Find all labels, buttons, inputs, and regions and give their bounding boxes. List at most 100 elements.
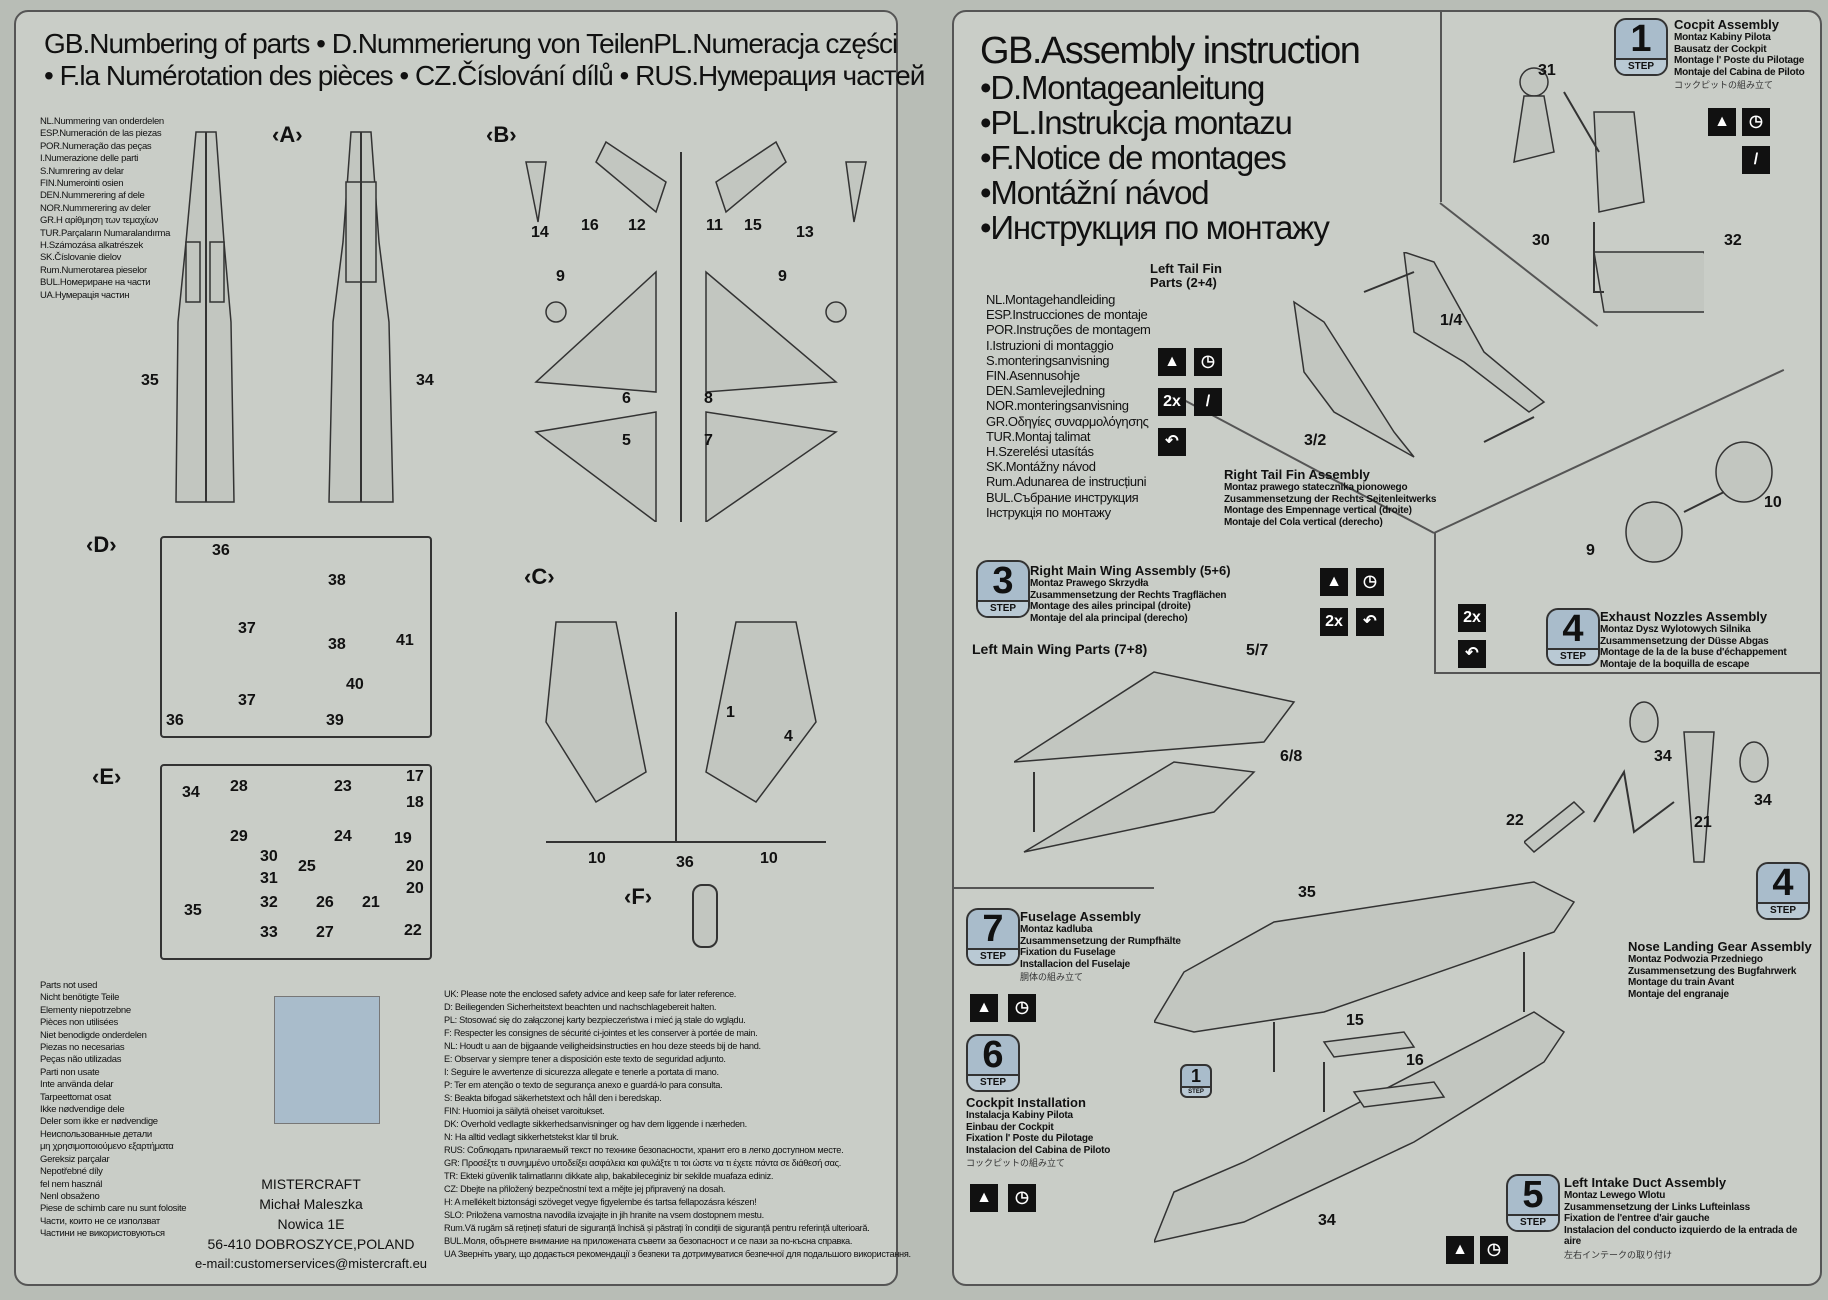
list-item: Частини не використовуються xyxy=(40,1228,165,1240)
manufacturer-name: MISTERCRAFT xyxy=(261,1176,361,1192)
list-item: Nepotřebné díly xyxy=(40,1166,103,1178)
list-item: I.Numerazione delle parti xyxy=(40,153,139,165)
step-sub: Montage l' Poste du Pilotage xyxy=(1674,55,1805,66)
sprue-d xyxy=(160,536,432,738)
list-item: Rum.Vă rugăm să rețineți sfaturi de sigu… xyxy=(444,1223,870,1233)
brush-icon: / xyxy=(1742,146,1770,174)
part-number: 30 xyxy=(260,848,278,865)
list-item: S.Numrering av delar xyxy=(40,165,124,177)
section-label-d: ‹D› xyxy=(86,532,117,557)
step-sub: Instalacion del conducto izquierdo de la… xyxy=(1564,1224,1798,1248)
part-number: 28 xyxy=(230,778,248,795)
step-number: 4 xyxy=(1562,608,1584,650)
step-sub: Montaz prawego statecznika pionowego xyxy=(1224,482,1408,493)
main-wing-diagram xyxy=(1014,671,1296,853)
manufacturer-address: MISTERCRAFT Michał Maleszka Nowica 1E 56… xyxy=(186,1174,436,1274)
list-item: Piezas no necesarias xyxy=(40,1042,125,1054)
step-label: STEP xyxy=(978,600,1028,616)
glue-icon: ▲ xyxy=(1320,568,1348,596)
glue-icon: ▲ xyxy=(970,994,998,1022)
part-number: 32 xyxy=(260,894,278,911)
list-item: Неиспользованные детали xyxy=(40,1128,152,1140)
step-title: Fuselage Assembly xyxy=(1020,909,1141,924)
sprue-e xyxy=(160,764,432,960)
list-item: UK: Please note the enclosed safety advi… xyxy=(444,989,737,999)
list-item: Nicht benötigte Teile xyxy=(40,992,120,1004)
numbering-title-line2: • F.la Numérotation des pièces • CZ.Čísl… xyxy=(44,60,925,91)
part-number: 4 xyxy=(784,728,793,745)
step-sub: Fixation du Fuselage xyxy=(1020,947,1116,958)
list-item: Niet benodigde onderdelen xyxy=(40,1029,147,1041)
list-item: μη χρησιμοποιούμενο εξαρτήματα xyxy=(40,1141,174,1153)
list-item: POR.Instruções de montagem xyxy=(986,322,1151,338)
manufacturer-email[interactable]: e-mail:customerservices@mistercraft.eu xyxy=(194,1256,428,1271)
step-number: 3 xyxy=(992,560,1014,602)
step-sub: Fixation l' Poste du Pilotage xyxy=(966,1133,1094,1144)
clock-icon: ◷ xyxy=(1480,1236,1508,1264)
list-item: GR: Προσέξτε τι συνημμένο υποδείξει ασφά… xyxy=(444,1158,842,1168)
part-number: 17 xyxy=(406,768,424,785)
step-sub: Instalacion del Cabina de Piloto xyxy=(966,1144,1111,1156)
step-number: 6 xyxy=(982,1034,1004,1076)
twice-icon: 2x xyxy=(1158,388,1186,416)
list-item: FIN: Huomioi ja säilytä oheiset varoituk… xyxy=(444,1106,605,1116)
panel-divider xyxy=(1434,532,1436,672)
step-sub: Montaje del Cola vertical (derecho) xyxy=(1224,516,1383,528)
list-item: fel nem használ xyxy=(40,1178,103,1190)
part-number: 32 xyxy=(1724,232,1742,249)
step-sub: Bausatz der Cockpit xyxy=(1674,43,1767,55)
list-item: ESP.Instrucciones de montaje xyxy=(986,307,1148,323)
step-sub: Installacion del Fuselaje xyxy=(1020,958,1131,970)
list-item: POR.Numeração das peças xyxy=(40,140,152,152)
step-sub: Montage des Empennage vertical (droite) xyxy=(1224,505,1412,516)
safety-notes: UK: Please note the enclosed safety advi… xyxy=(444,988,911,1261)
step-sub: Zusammensetzung der Rechts Tragflächen xyxy=(1030,589,1227,601)
list-item: ESP.Numeración de las piezas xyxy=(40,128,162,140)
step-label: STEP xyxy=(968,1074,1018,1090)
part-number: 34 xyxy=(1318,1212,1336,1229)
panel-divider xyxy=(1434,672,1820,674)
step-sub: Montage du train Avant xyxy=(1628,977,1734,988)
mirror-icon: ↶ xyxy=(1458,640,1486,668)
part-number: 1 xyxy=(726,704,735,721)
list-item: GR.Οδηγίες συναρμολόγησης xyxy=(986,413,1149,429)
list-item: S.monteringsanvisning xyxy=(986,352,1110,368)
step-sub: Montaz kadluba xyxy=(1020,924,1093,935)
list-item: CZ: Dbejte na přiložený bezpečnostní tex… xyxy=(444,1184,726,1194)
list-item: H: A mellékelt biztonsági szöveget vegye… xyxy=(444,1197,757,1207)
step-label: STEP xyxy=(968,948,1018,964)
mirror-icon: ↶ xyxy=(1158,428,1186,456)
list-item: Elementy niepotrzebne xyxy=(40,1004,131,1016)
parts-not-used-swatch xyxy=(274,996,380,1124)
part-number: 33 xyxy=(260,924,278,941)
list-item: H.Számozása alkatrészek xyxy=(40,240,143,252)
assembly-instruction-page: GB.Assembly instruction •D.Montageanleit… xyxy=(952,10,1822,1286)
list-item: TR: Ekteki güvenlik talimatlarını dikkat… xyxy=(444,1171,774,1181)
part-number: 37 xyxy=(238,692,256,709)
list-item: Tarpeettomat osat xyxy=(40,1091,111,1103)
part-number: 21 xyxy=(1694,814,1712,831)
part-number: 10 xyxy=(588,850,606,867)
part-number: 22 xyxy=(1506,812,1524,829)
list-item: Pièces non utilisées xyxy=(40,1017,118,1029)
step-sub: Zusammensetzung des Bugfahrwerk xyxy=(1628,965,1797,977)
part-number: 27 xyxy=(316,924,334,941)
part-number: 41 xyxy=(396,632,414,649)
step-jp: コックピットの組み立て xyxy=(966,1158,1066,1168)
twice-icon: 2x xyxy=(1458,604,1486,632)
part-number: 8 xyxy=(704,390,713,407)
glue-icon: ▲ xyxy=(1446,1236,1474,1264)
fuselage-assembly-diagram xyxy=(1154,881,1576,1243)
list-item: D: Beiliegenden Sicherheitstext beachten… xyxy=(444,1002,717,1012)
fuselage-half-diagram xyxy=(175,131,235,503)
step-sub: Montaz Podwozia Przedniego xyxy=(1628,954,1763,965)
part-number: 36 xyxy=(166,712,184,729)
part-number: 34 xyxy=(1754,792,1772,809)
clock-icon: ◷ xyxy=(1008,1184,1036,1212)
step-sub: Montaz Prawego Skrzydła xyxy=(1030,578,1149,589)
step-title: Cockpit Installation xyxy=(966,1095,1086,1110)
section-letter: A xyxy=(279,122,296,147)
part-number: 20 xyxy=(406,880,424,897)
